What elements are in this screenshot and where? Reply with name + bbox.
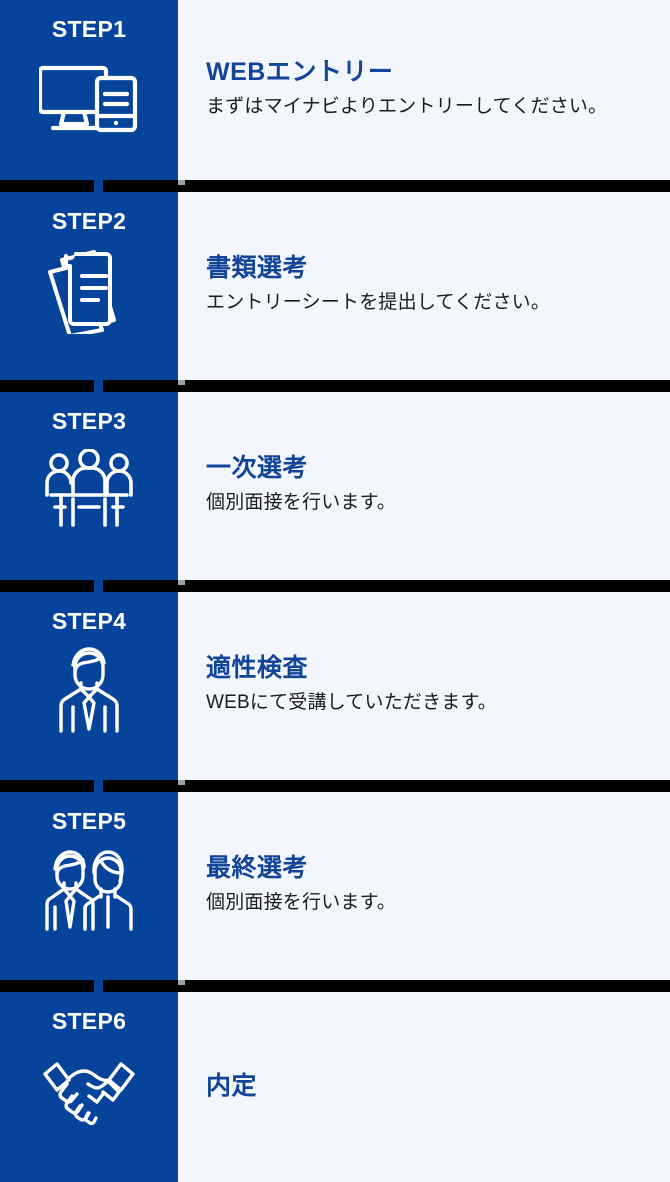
- step-6-title: 内定: [206, 1072, 258, 1101]
- documents-icon: [37, 249, 141, 334]
- flow-step-5: STEP5: [0, 792, 670, 980]
- step-connector-2: [94, 380, 103, 392]
- step-2-description: エントリーシートを提出してください。: [206, 292, 551, 314]
- step-5-description: 個別面接を行います。: [206, 892, 397, 914]
- step-1-content: WEBエントリー まずはマイナビよりエントリーしてください。: [178, 0, 670, 180]
- flow-step-3: STEP3: [0, 392, 670, 580]
- step-2-content: 書類選考 エントリーシートを提出してください。: [178, 192, 670, 380]
- step-3-title: 一次選考: [206, 453, 309, 482]
- monitor-smartphone-icon: [37, 57, 141, 139]
- step-notch-4: [178, 780, 185, 785]
- step-separator-1: [0, 180, 670, 192]
- flow-step-4: STEP4 適性検査 WEBにて受講していただきます。: [0, 592, 670, 780]
- step-4-content: 適性検査 WEBにて受講していただきます。: [178, 592, 670, 780]
- step-separator-4: [0, 780, 670, 792]
- step-1-label: STEP1: [51, 16, 127, 42]
- step-3-badge-panel: STEP3: [0, 392, 178, 580]
- step-notch-1: [178, 180, 185, 185]
- step-notch-5: [178, 980, 185, 985]
- step-connector-1: [94, 180, 103, 192]
- step-connector-3: [94, 580, 103, 592]
- step-1-badge-panel: STEP1: [0, 0, 178, 180]
- step-4-description: WEBにて受講していただきます。: [206, 692, 498, 714]
- step-4-label: STEP4: [51, 608, 127, 634]
- step-3-description: 個別面接を行います。: [206, 492, 397, 514]
- step-5-content: 最終選考 個別面接を行います。: [178, 792, 670, 980]
- step-separator-3: [0, 580, 670, 592]
- step-5-badge-panel: STEP5: [0, 792, 178, 980]
- step-6-content: 内定: [178, 992, 670, 1182]
- group-interview-icon: [37, 449, 141, 531]
- flow-step-6: STEP6 内定: [0, 992, 670, 1182]
- step-2-label: STEP2: [51, 208, 127, 234]
- step-5-title: 最終選考: [206, 853, 309, 882]
- step-2-badge-panel: STEP2: [0, 192, 178, 380]
- step-1-description: まずはマイナビよりエントリーしてください。: [206, 96, 608, 118]
- person-suit-icon: [37, 647, 141, 733]
- two-people-icon: [37, 849, 141, 931]
- step-1-title: WEBエントリー: [206, 57, 394, 86]
- step-5-label: STEP5: [51, 808, 127, 834]
- step-6-label: STEP6: [51, 1008, 127, 1034]
- step-separator-5: [0, 980, 670, 992]
- flow-step-1: STEP1 WEBエントリー まずはマイナビよりエントリーしてください。: [0, 0, 670, 180]
- step-3-content: 一次選考 個別面接を行います。: [178, 392, 670, 580]
- step-4-title: 適性検査: [206, 653, 309, 682]
- step-4-badge-panel: STEP4: [0, 592, 178, 780]
- step-6-badge-panel: STEP6: [0, 992, 178, 1182]
- step-notch-3: [178, 580, 185, 585]
- step-2-title: 書類選考: [206, 253, 309, 282]
- handshake-icon: [37, 1049, 141, 1131]
- flow-step-2: STEP2 書類選考 エントリーシートを提出してください。: [0, 192, 670, 380]
- step-connector-4: [94, 780, 103, 792]
- step-notch-2: [178, 380, 185, 385]
- step-separator-2: [0, 380, 670, 392]
- step-connector-5: [94, 980, 103, 992]
- step-3-label: STEP3: [51, 408, 127, 434]
